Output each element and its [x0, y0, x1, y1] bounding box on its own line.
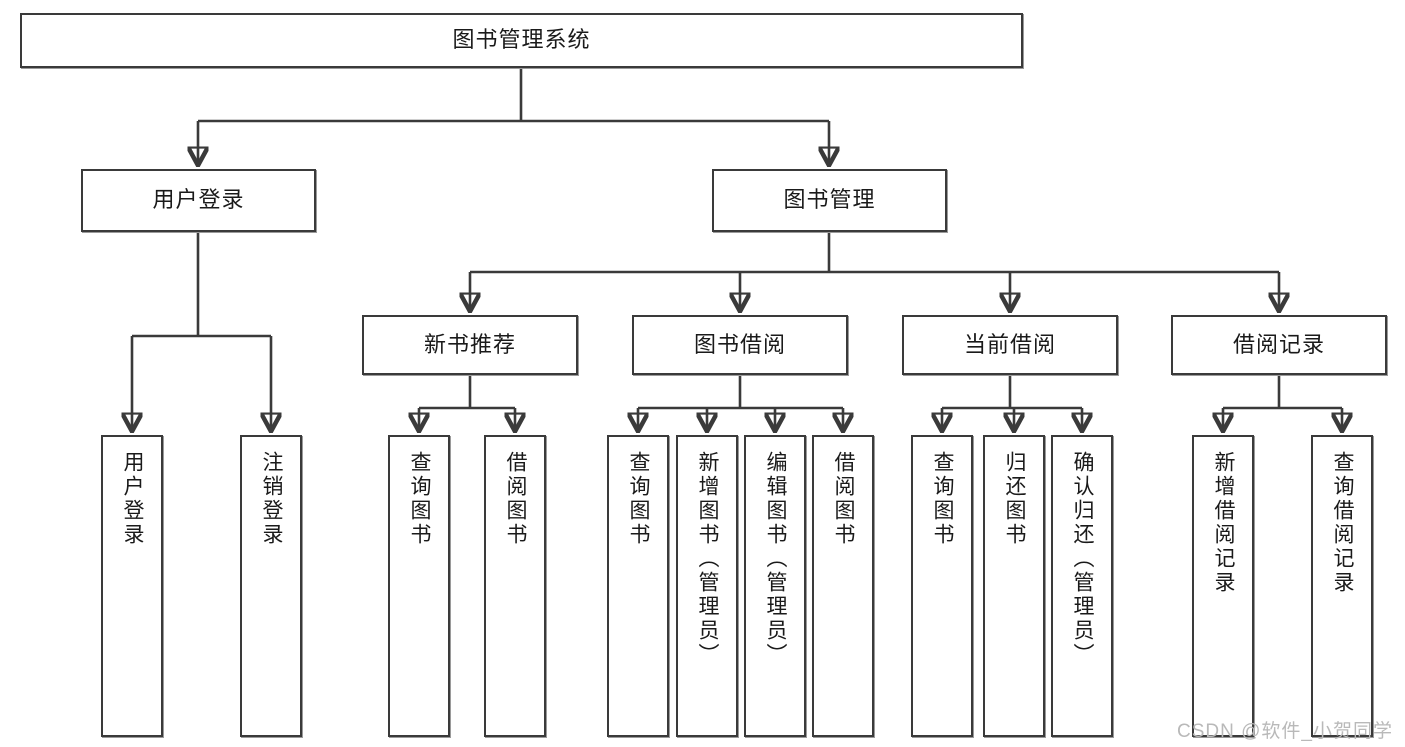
node-label: 借阅记录: [1232, 331, 1325, 357]
node-label: 编辑图书（管理员）: [764, 451, 788, 667]
node-root-system[interactable]: 图书管理系统: [20, 13, 1023, 68]
csdn-watermark: CSDN @软件_小贺同学: [1177, 721, 1393, 742]
node-user-login[interactable]: 用户登录: [81, 169, 316, 232]
leaf-query-book-current[interactable]: 查询图书: [911, 435, 973, 737]
node-label: 查询图书: [408, 451, 432, 547]
node-label: 归还图书: [1003, 451, 1027, 547]
leaf-query-book-borrow[interactable]: 查询图书: [607, 435, 669, 737]
leaf-query-borrow-record[interactable]: 查询借阅记录: [1311, 435, 1373, 737]
node-label: 当前借阅: [963, 331, 1056, 357]
node-borrow-record[interactable]: 借阅记录: [1171, 315, 1387, 375]
node-label: 新增借阅记录: [1212, 451, 1236, 595]
node-label: 查询图书: [627, 451, 651, 547]
node-new-book-recommend[interactable]: 新书推荐: [362, 315, 578, 375]
node-book-borrow[interactable]: 图书借阅: [632, 315, 848, 375]
node-label: 用户登录: [121, 451, 145, 547]
node-label: 查询图书: [931, 451, 955, 547]
node-label: 用户登录: [152, 187, 245, 213]
leaf-edit-book-admin[interactable]: 编辑图书（管理员）: [744, 435, 806, 737]
node-label: 借阅图书: [832, 451, 856, 547]
node-current-borrow[interactable]: 当前借阅: [902, 315, 1118, 375]
leaf-user-login[interactable]: 用户登录: [101, 435, 163, 737]
leaf-confirm-return-admin[interactable]: 确认归还（管理员）: [1051, 435, 1113, 737]
node-label: 新增图书（管理员）: [696, 451, 720, 667]
node-label: 借阅图书: [504, 451, 528, 547]
node-label: 图书管理: [783, 187, 876, 213]
node-label: 查询借阅记录: [1331, 451, 1355, 595]
leaf-return-book[interactable]: 归还图书: [983, 435, 1045, 737]
node-label: 图书管理系统: [452, 27, 591, 53]
leaf-query-book-recommend[interactable]: 查询图书: [388, 435, 450, 737]
node-label: 注销登录: [260, 451, 284, 547]
leaf-borrow-book-recommend[interactable]: 借阅图书: [484, 435, 546, 737]
leaf-borrow-book[interactable]: 借阅图书: [812, 435, 874, 737]
leaf-add-book-admin[interactable]: 新增图书（管理员）: [676, 435, 738, 737]
node-label: 图书借阅: [693, 331, 786, 357]
leaf-add-borrow-record[interactable]: 新增借阅记录: [1192, 435, 1254, 737]
node-label: 新书推荐: [423, 331, 516, 357]
leaf-logout[interactable]: 注销登录: [240, 435, 302, 737]
node-book-management[interactable]: 图书管理: [712, 169, 947, 232]
node-label: 确认归还（管理员）: [1071, 451, 1095, 667]
